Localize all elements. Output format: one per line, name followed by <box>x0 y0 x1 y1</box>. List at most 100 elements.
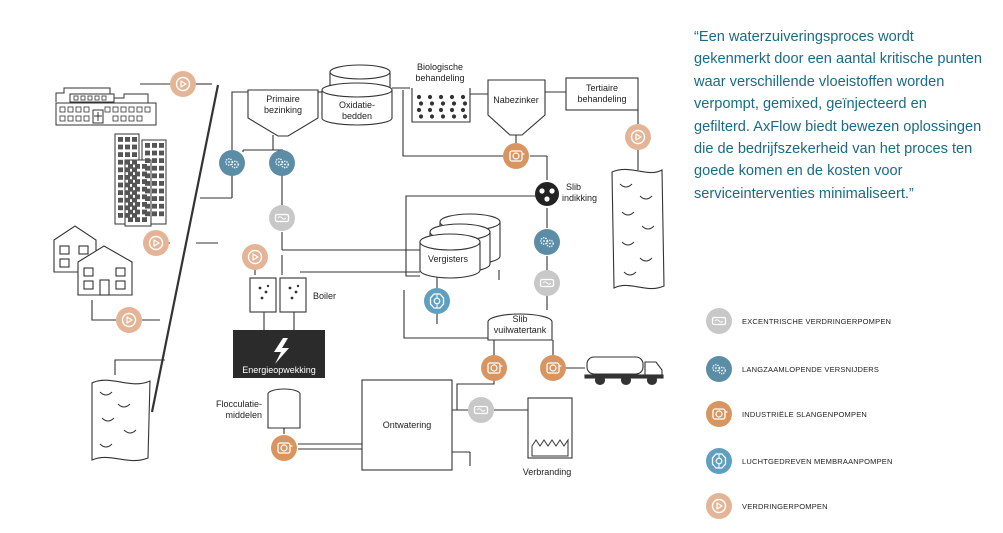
building-window <box>159 158 164 163</box>
aeration-bubble <box>418 101 424 106</box>
label-flocculatie-1: Flocculatie- <box>216 399 262 409</box>
building-window <box>135 202 140 207</box>
building-window <box>142 194 147 200</box>
quote-text: “Een waterzuiveringsproces wordt gekenme… <box>694 29 982 202</box>
aeration-bubble <box>438 94 444 100</box>
verbranding-furnace <box>527 397 573 459</box>
slib-eccentric-pump <box>533 269 561 297</box>
label-primaire-1: Primaire <box>266 94 300 104</box>
label-energieopwekking: Energieopwekking <box>242 365 316 375</box>
macerator-icon <box>706 356 732 382</box>
aeration-bubble <box>416 94 422 100</box>
legend-label: Excentrische verdringerpompen <box>742 316 892 326</box>
building-window <box>118 137 123 142</box>
legend-item-peristaltic: Industriële slangenpompen <box>706 401 867 427</box>
building-window <box>128 186 133 192</box>
building-window <box>135 171 140 177</box>
label-slib-vuilwatertank-2: vuilwatertank <box>494 325 547 335</box>
building-window <box>118 152 123 157</box>
building-window <box>132 167 137 173</box>
building-window <box>159 211 164 217</box>
building-window <box>159 181 164 186</box>
building-window <box>159 196 164 201</box>
building-window <box>118 159 123 165</box>
building-window <box>142 209 147 215</box>
building-window <box>125 144 130 150</box>
primaire-bezinking-tank <box>247 89 319 137</box>
label-nabezinker: Nabezinker <box>493 95 539 105</box>
building-window <box>132 205 137 211</box>
label-slib-indikking-2: indikking <box>562 193 597 203</box>
primaire-macerator-2 <box>268 149 296 177</box>
label-biologische-2: behandeling <box>415 73 464 83</box>
aeration-bubble <box>451 101 457 106</box>
building-window <box>128 209 133 215</box>
legend-label: Industriële slangenpompen <box>742 409 868 419</box>
boiler-particles <box>258 284 300 300</box>
building-window <box>159 188 164 194</box>
aeration-bubble <box>427 107 433 113</box>
building-window <box>128 202 133 207</box>
building-window <box>135 217 140 222</box>
tank-peristaltic-pump-2 <box>539 354 567 382</box>
building-window <box>125 190 130 195</box>
building-window <box>135 209 140 215</box>
label-verbranding: Verbranding <box>523 467 572 477</box>
building-window <box>152 158 157 163</box>
building-window <box>132 137 137 142</box>
aeration-bubble <box>449 94 455 100</box>
displacement-pump-icon <box>706 493 732 519</box>
legend-item-membrane: Luchtgedreven membraanpompen <box>706 448 893 474</box>
building-window <box>142 164 147 169</box>
aeration-bubble <box>440 114 446 119</box>
building-window <box>125 205 130 211</box>
aeration-bubble <box>429 114 435 119</box>
biologische-behandeling-tank <box>411 88 471 123</box>
eccentric-screw-pump-icon <box>706 308 732 334</box>
building-window <box>132 144 137 150</box>
building-window <box>135 186 140 192</box>
building-window <box>135 164 140 169</box>
building-window <box>132 152 137 157</box>
legend-label: Luchtgedreven membraanpompen <box>742 456 893 466</box>
label-slib-vuilwatertank-1: Slib <box>512 314 527 324</box>
building-window <box>145 196 150 201</box>
label-biologische-1: Biologische <box>417 62 463 72</box>
tertiaire-behandeling-box <box>565 77 639 111</box>
label-tertiaire-1: Tertiaire <box>586 83 618 93</box>
label-vergisters: Vergisters <box>428 254 469 264</box>
building-window <box>132 175 137 180</box>
building-window <box>152 173 157 179</box>
label-ontwatering: Ontwatering <box>383 420 432 430</box>
building-window <box>125 167 130 173</box>
aeration-bubble <box>416 107 422 113</box>
building-window <box>128 171 133 177</box>
building-window <box>152 211 157 217</box>
aeration-bubble <box>462 114 468 119</box>
boiler-unit <box>249 277 307 313</box>
source-lines <box>91 83 218 375</box>
label-oxidatie-2: bedden <box>342 111 372 121</box>
building-window <box>132 197 137 203</box>
building-window <box>145 203 150 209</box>
energieopwekking-box <box>233 330 325 378</box>
building-window <box>145 150 150 156</box>
building-window <box>118 190 123 195</box>
building-window <box>142 202 147 207</box>
source-displacement-pump-1 <box>169 70 197 98</box>
building-windows <box>118 137 164 222</box>
building-window <box>128 217 133 222</box>
aeration-bubble <box>460 107 466 113</box>
building-window <box>132 182 137 188</box>
building-window <box>125 197 130 203</box>
houses-icon <box>53 225 133 296</box>
building-window <box>135 179 140 184</box>
building-window <box>145 158 150 163</box>
aeration-bubble <box>440 101 446 106</box>
building-window <box>159 173 164 179</box>
building-window <box>145 165 150 171</box>
building-window <box>128 194 133 200</box>
nabezinker-tank <box>487 79 546 136</box>
building-window <box>152 203 157 209</box>
